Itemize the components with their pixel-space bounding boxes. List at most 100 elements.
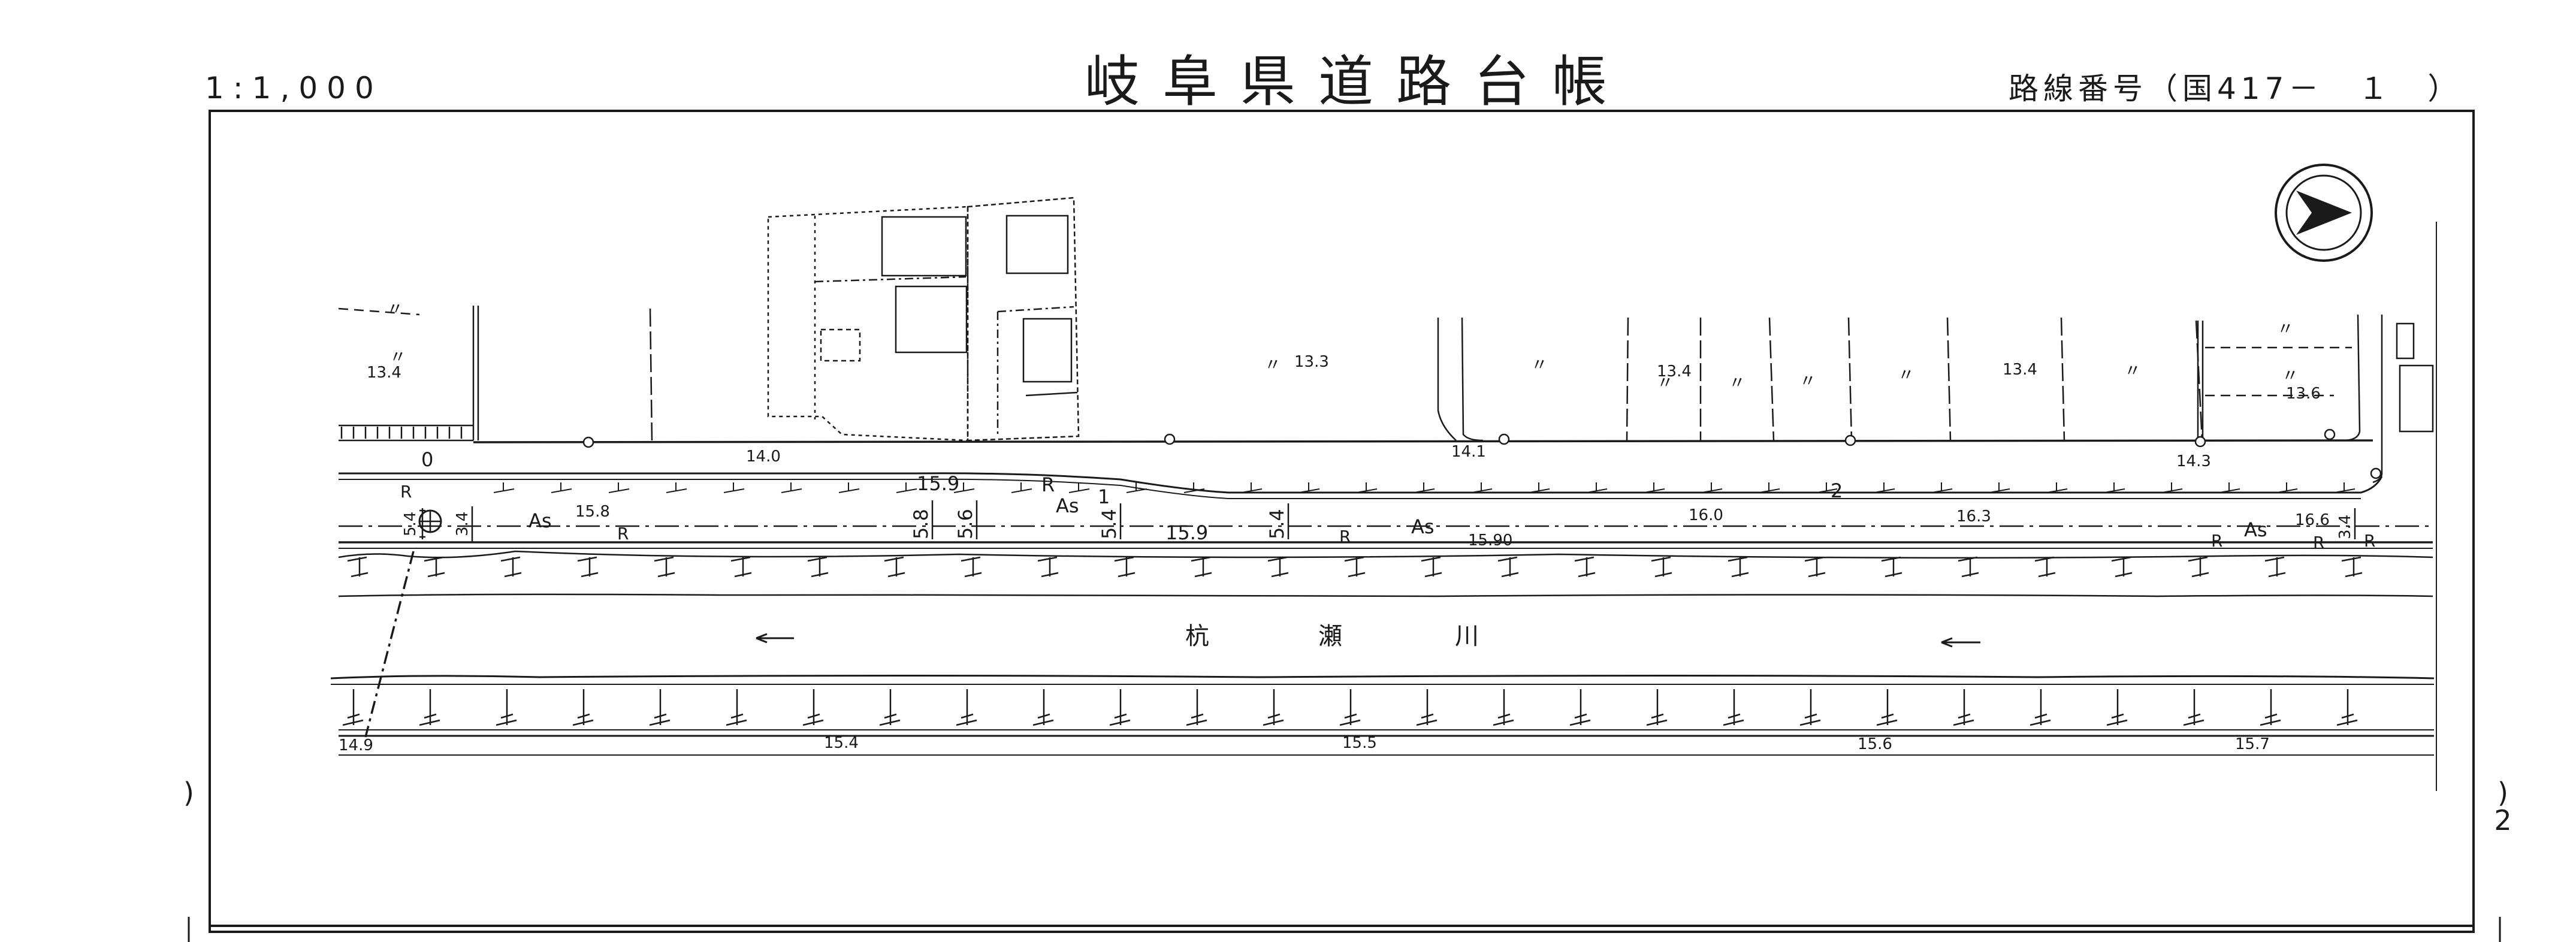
hachure-mark <box>419 689 440 726</box>
hachure-mark <box>2104 482 2125 493</box>
elevation-label: 15.90 <box>1468 532 1512 550</box>
hachure-mark <box>654 556 675 578</box>
ground-mark: 〃 <box>1531 355 1548 375</box>
sheet-edge-mark-left: ) <box>183 777 194 809</box>
hachure-mark <box>1723 689 1744 726</box>
hachure-mark <box>802 689 824 726</box>
width-label: 5.4 <box>401 512 419 536</box>
ground-mark: 〃 <box>1657 373 1674 393</box>
hachure-mark <box>1804 556 1826 578</box>
hachure-mark <box>1586 482 1608 493</box>
elevation-label: 15.8 <box>575 503 610 521</box>
hachure-mark <box>1011 482 1032 493</box>
map-title: 岐阜県道路台帳 <box>1085 50 1630 114</box>
ground-mark: 〃 <box>1898 365 1914 385</box>
hachure-mark <box>2341 556 2363 578</box>
elevation-label: 15.4 <box>824 734 859 752</box>
hachure-mark <box>1989 482 2010 493</box>
elevation-label: 14.9 <box>339 736 373 754</box>
hachure-mark <box>1471 482 1493 493</box>
hachure-mark <box>2046 482 2068 493</box>
pavement-label: As <box>1056 494 1079 517</box>
pavement-label: As <box>1411 515 1435 538</box>
hachure-mark <box>572 689 594 726</box>
embankment-south-hachures <box>342 689 2358 726</box>
hachure-mark <box>577 556 599 578</box>
hachure-mark <box>500 556 522 578</box>
elevation-label: 16.3 <box>1956 508 1991 526</box>
hachure-mark <box>2264 556 2286 578</box>
hachure-mark <box>1109 689 1131 726</box>
road-edge-hachures <box>493 482 2355 493</box>
hachure-mark <box>2030 689 2051 726</box>
embankment-north-hachures <box>347 556 2363 578</box>
hachure-mark <box>1344 556 1366 578</box>
hachure-mark <box>1646 689 1668 726</box>
hachure-mark <box>956 689 977 726</box>
station-label: 2 <box>1831 479 1843 502</box>
hachure-mark <box>649 689 671 726</box>
hachure-mark <box>1414 482 1435 493</box>
elevation-label: 16.6 <box>2295 511 2330 529</box>
hachure-mark <box>2034 556 2056 578</box>
hachure-mark <box>1876 689 1898 726</box>
hachure-mark <box>496 689 517 726</box>
ground-mark: 〃 <box>2282 366 2299 385</box>
station-label: 1 <box>1098 485 1110 508</box>
hachure-mark <box>1816 482 1838 493</box>
hachure-mark <box>666 482 687 493</box>
hachure-mark <box>2161 482 2183 493</box>
embankment-north <box>338 550 2433 597</box>
map-scale: 1:1,000 <box>205 71 383 105</box>
hachure-mark <box>1728 556 1749 578</box>
hachure-mark <box>1191 556 1212 578</box>
elevation-label: 14.1 <box>1451 443 1486 461</box>
elevation-label: 14.3 <box>2176 452 2211 470</box>
hachure-mark <box>1569 689 1591 726</box>
hachure-mark <box>1493 689 1514 726</box>
elevation-label: 15.7 <box>2235 735 2270 753</box>
hachure-mark <box>1356 482 1378 493</box>
hachure-mark <box>1241 482 1263 493</box>
building-block-a <box>767 206 969 442</box>
elevation-label: 15.9 <box>1165 521 1208 544</box>
hachure-mark <box>1416 689 1438 726</box>
river-banks <box>330 675 2435 756</box>
north-arrow-icon <box>2275 164 2373 262</box>
hachure-mark <box>1186 689 1207 726</box>
hachure-mark <box>2336 689 2358 726</box>
hachure-mark <box>2276 482 2298 493</box>
hachure-mark <box>1799 689 1821 726</box>
hachure-mark <box>1032 689 1054 726</box>
building-block-b <box>967 197 1080 442</box>
road-edges <box>339 439 2433 549</box>
river-name-char: 杭 <box>1185 623 1209 650</box>
hachure-mark <box>1874 482 1895 493</box>
hachure-mark <box>2111 556 2133 578</box>
road-mark: R <box>617 524 629 544</box>
hachure-mark <box>953 482 975 493</box>
route-number: 路線番号（国417－ １ ） <box>2009 71 2463 106</box>
width-label: 3.4 <box>454 512 472 536</box>
elevation-label: 14.0 <box>746 448 781 466</box>
hachure-mark <box>1953 689 1974 726</box>
hachure-mark <box>896 482 917 493</box>
hachure-mark <box>1183 482 1205 493</box>
hachure-mark <box>1651 556 1672 578</box>
ground-mark: 〃 <box>1799 371 1816 391</box>
road-mark: R <box>2364 531 2375 551</box>
hachure-mark <box>2260 689 2281 726</box>
elevation-label: 15.5 <box>1342 734 1377 752</box>
width-label: 5.6 <box>954 509 977 539</box>
hachure-mark <box>1298 482 1320 493</box>
sheet-edge-mark-right: ) 2 <box>2494 777 2512 837</box>
hachure-mark <box>2334 482 2355 493</box>
hachure-mark <box>1068 482 1090 493</box>
hachure-mark <box>1759 482 1780 493</box>
hachure-mark <box>838 482 860 493</box>
elevation-label: 15.6 <box>1858 735 1892 753</box>
hachure-mark <box>1267 556 1289 578</box>
pavement-label: As <box>2244 518 2267 541</box>
hachure-mark <box>1126 482 1147 493</box>
